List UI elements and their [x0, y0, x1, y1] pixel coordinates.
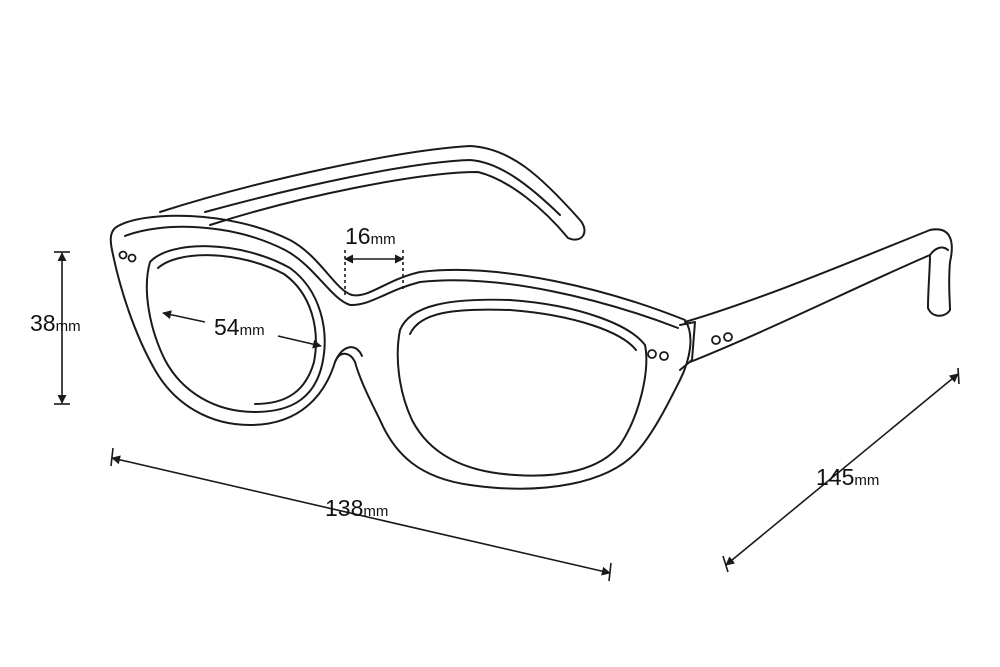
lens-label: 54mm	[214, 314, 265, 341]
far-temple-arm	[159, 145, 586, 241]
frame-width-dimension-arrow	[111, 455, 611, 576]
bridge-value: 16	[345, 223, 371, 249]
right-lens-rim	[409, 308, 637, 351]
near-temple-tip	[929, 246, 949, 256]
temple-value: 145	[816, 464, 855, 490]
height-value: 38	[30, 310, 56, 336]
far-temple-inner-edge	[204, 159, 561, 216]
bridge-label: 16mm	[345, 223, 396, 250]
rivet-temple-1	[711, 335, 721, 345]
frame-front-outline	[109, 214, 692, 490]
frame-width-tick-right	[608, 562, 612, 582]
temple-tick-top	[957, 367, 960, 385]
hinge-block	[679, 321, 696, 371]
frame-width-tick-left	[110, 447, 114, 467]
bridge-unit: mm	[370, 231, 396, 248]
lens-value: 54	[214, 314, 240, 340]
frame-width-value: 138	[325, 495, 364, 521]
height-unit: mm	[55, 318, 81, 335]
bridge-nose	[334, 346, 363, 363]
rivet-right-2	[659, 351, 669, 361]
lens-unit: mm	[239, 322, 265, 339]
frame-width-label: 138mm	[325, 495, 388, 522]
rivet-left-2	[127, 253, 137, 263]
left-lens	[145, 245, 326, 413]
rivet-left-1	[118, 250, 128, 260]
height-label: 38mm	[30, 310, 81, 337]
temple-unit: mm	[854, 472, 880, 489]
frame-front-inner-outline	[124, 225, 679, 329]
rivet-temple-2	[723, 332, 733, 342]
right-lens	[396, 298, 648, 477]
left-lens-rim	[157, 254, 317, 405]
lens-arrow-right	[277, 335, 322, 349]
rivet-right-1	[647, 349, 657, 359]
lens-arrow-left	[162, 310, 206, 323]
near-temple-arm	[684, 228, 953, 363]
temple-dimension-arrow	[725, 373, 959, 566]
temple-label: 145mm	[816, 464, 879, 491]
frame-width-unit: mm	[363, 503, 389, 520]
temple-tick-bottom	[722, 555, 729, 573]
